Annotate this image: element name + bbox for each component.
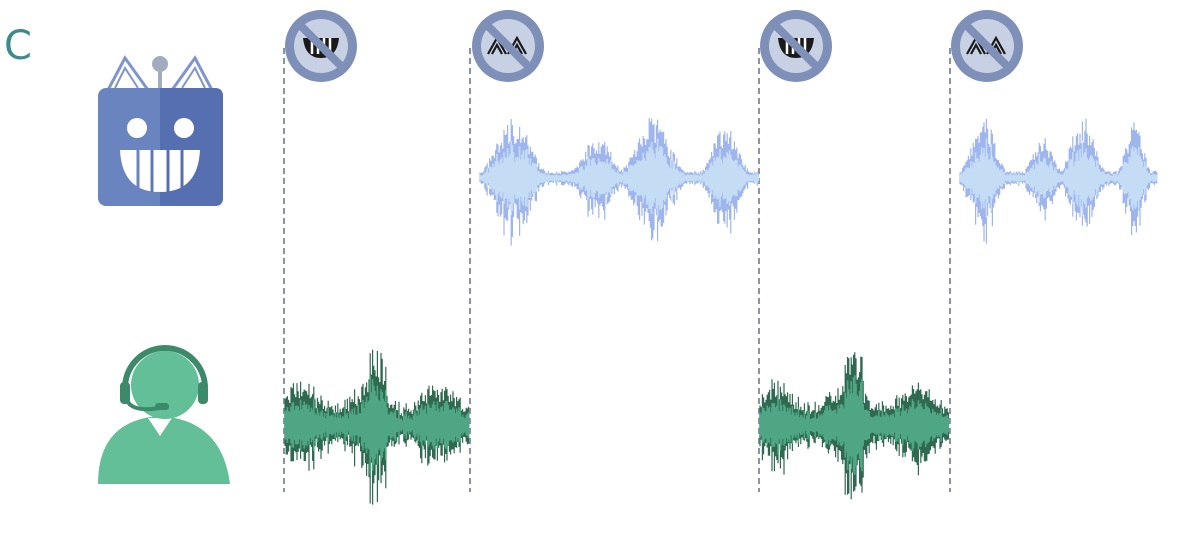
audio-waveforms (284, 118, 1158, 505)
no-wave-icon (951, 10, 1023, 82)
prohibition-badges (285, 10, 1023, 82)
waveform-body (759, 375, 950, 475)
waveform-body (959, 138, 1158, 218)
waveform-body (284, 375, 470, 475)
agent-headset-icon (98, 345, 230, 484)
human-speech-waveform (759, 352, 950, 500)
panel-label: C (4, 23, 32, 69)
waveform-body (479, 138, 760, 218)
robot-speech-waveform (479, 118, 760, 246)
robot-speech-waveform (959, 118, 1158, 244)
human-speech-waveform (284, 349, 470, 505)
no-teeth-icon (285, 10, 357, 82)
no-wave-icon (472, 10, 544, 82)
segment-dividers (283, 48, 951, 492)
no-teeth-icon (760, 10, 832, 82)
robot-cat-icon (98, 55, 223, 206)
